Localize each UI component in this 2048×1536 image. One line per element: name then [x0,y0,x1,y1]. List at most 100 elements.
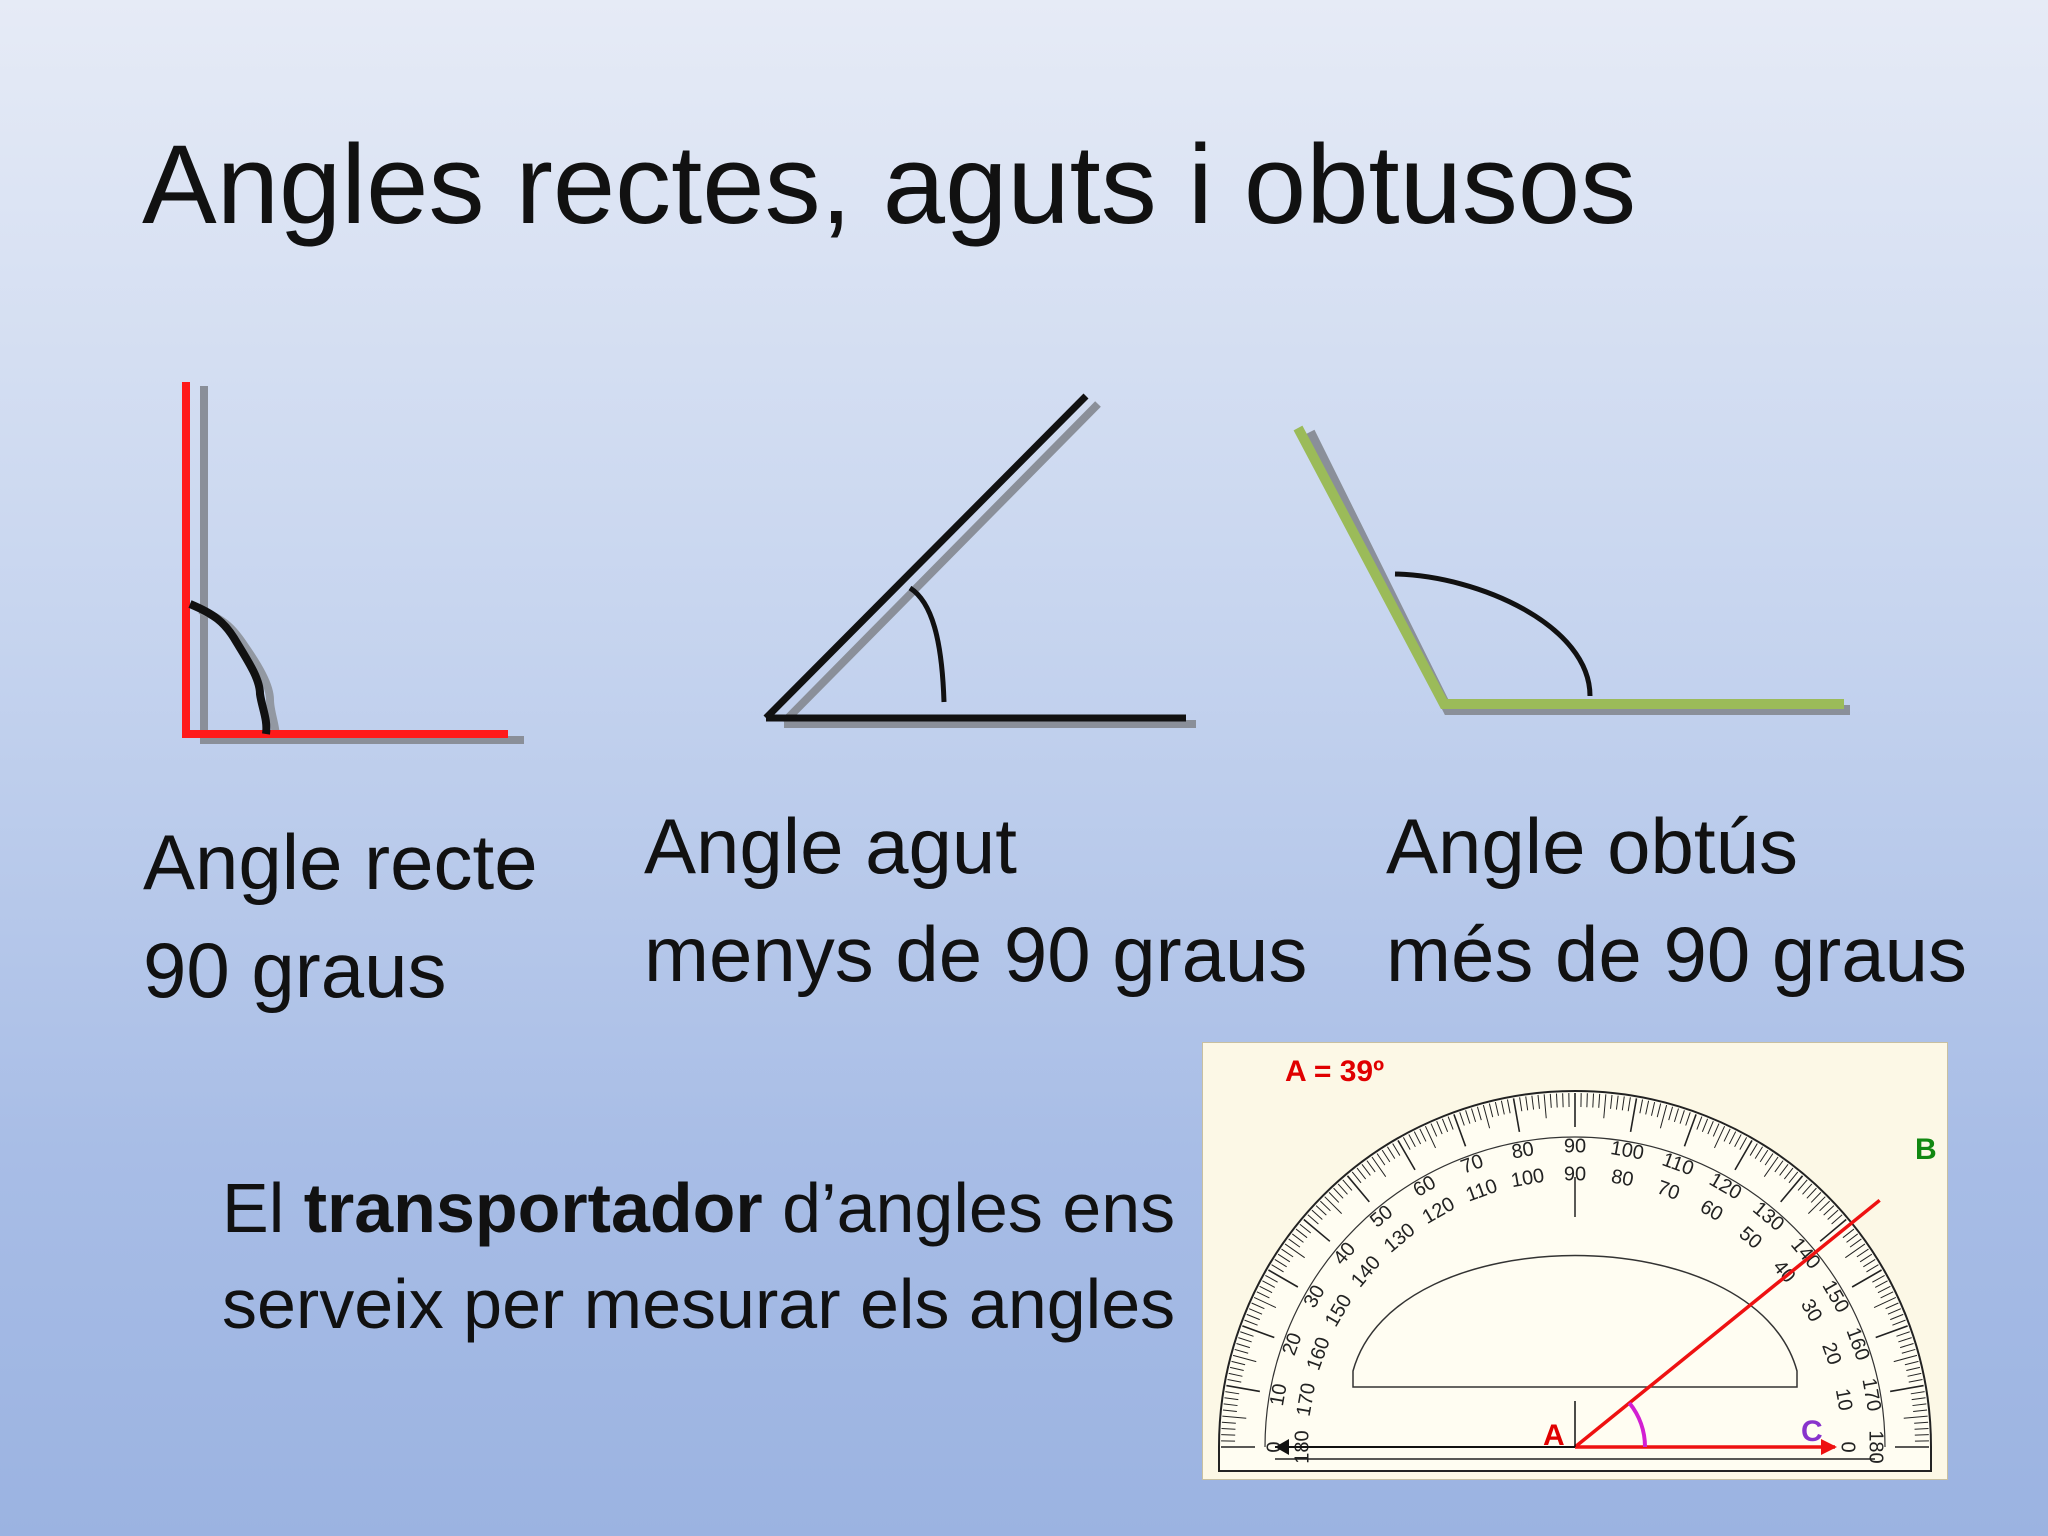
protractor-tick [1914,1427,1929,1430]
protractor-tick [1482,1104,1491,1129]
protractor-tick [1465,1110,1471,1124]
protractor-tick [1392,1143,1401,1156]
protractor-tick [1229,1366,1244,1372]
protractor-outline [1218,1090,1932,1472]
protractor-tick [1424,1125,1436,1149]
measured-angle-arc [1627,1401,1647,1448]
protractor-scale-label: 0 [1263,1441,1285,1452]
protractor-tick [1238,1337,1252,1343]
protractor-tick [1754,1146,1764,1159]
protractor-tick [1807,1196,1826,1215]
protractor-tick [1819,1218,1847,1242]
protractor-tick [1806,1187,1817,1199]
protractor-tick [1488,1103,1494,1118]
protractor-tick [1887,1308,1902,1315]
protractor-tick [1307,1214,1319,1225]
protractor-tick [1236,1343,1251,1349]
protractor-tick [1519,1097,1523,1112]
vertex-label: A [1543,1419,1565,1452]
protractor-tick [1734,1140,1753,1171]
right-angle-arc [188,600,271,735]
protractor-tick [1277,1253,1291,1263]
protractor-tick [1234,1348,1249,1354]
acute-angle-ray [763,393,1089,721]
acute-angle-description: menys de 90 graus [644,910,1308,998]
acute-angle-arc [908,585,947,703]
protractor-tick [1723,1128,1731,1142]
protractor-scale-label: 10 [1831,1387,1857,1413]
protractor-tick [1333,1187,1344,1199]
right-angle-caption: Angle recte 90 graus [143,808,538,1024]
protractor-tick [1447,1116,1454,1130]
protractor-tick [1728,1131,1737,1145]
protractor-tick [1232,1354,1257,1363]
protractor-scale-label: 180 [1865,1430,1887,1463]
protractor-tick [1328,1192,1340,1203]
protractor-tick [1774,1160,1784,1173]
protractor-tick [1849,1238,1862,1248]
protractor-tick [1827,1209,1839,1220]
protractor-tick [1673,1108,1679,1123]
protractor-tick [1471,1108,1477,1123]
protractor-scale-label: 10 [1266,1382,1292,1408]
protractor-tick [1764,1153,1774,1166]
protractor-tick [1668,1106,1674,1121]
protractor-term: transportador [303,1169,763,1247]
protractor-tick [1615,1095,1619,1110]
protractor-tick [1810,1192,1822,1203]
protractor-tick [1910,1391,1925,1395]
protractor-tick [1859,1253,1873,1263]
protractor-body [1218,1090,1932,1472]
protractor-tick [1592,1093,1595,1108]
ray-end-label: B [1915,1133,1937,1166]
protractor-tick [1842,1228,1855,1239]
protractor-tick [1696,1116,1703,1130]
protractor-tick [1537,1094,1540,1109]
protractor-tick [1376,1153,1386,1166]
protractor-tick [1494,1101,1500,1116]
protractor-tick [1271,1264,1284,1273]
acute-angle-diagram [763,393,1196,728]
protractor-tick [1371,1156,1387,1177]
protractor-tick [1877,1285,1891,1294]
protractor-tick [1295,1228,1308,1239]
protractor-scale-label: 80 [1609,1166,1635,1192]
protractor-tick [1242,1325,1275,1339]
protractor-tick [1914,1421,1929,1424]
protractor-window [1352,1254,1798,1388]
protractor-tick [1419,1128,1427,1142]
protractor-tick [1246,1313,1260,1321]
protractor-tick [1714,1125,1726,1149]
protractor-tick [1221,1427,1236,1430]
protractor-tick [1268,1269,1299,1288]
protractor-tick [1244,1319,1258,1326]
protractor-measurement [1275,1198,1881,1455]
protractor-tick [1908,1378,1923,1383]
protractor-tick [1873,1296,1897,1308]
obtuse-angle-diagram [1293,425,1850,715]
protractor-description: El transportador d’angles ens serveix pe… [222,1160,1182,1352]
protractor-scale-label: 0 [1837,1441,1859,1452]
protractor-tick [1284,1243,1305,1259]
protractor-tick [1381,1149,1391,1163]
protractor-tick [1889,1384,1924,1393]
protractor-tick [1819,1200,1830,1212]
protractor-tick [1856,1248,1869,1258]
protractor-tick [1256,1291,1270,1299]
protractor-tick [1259,1285,1273,1294]
protractor-tick [1875,1325,1908,1339]
protractor-tick [1659,1104,1668,1129]
protractor-tick [1476,1106,1482,1121]
protractor-tick [1880,1291,1894,1299]
acute-angle-caption: Angle agut menys de 90 graus [644,792,1307,1008]
protractor-tick [1780,1175,1804,1203]
protractor-tick [1892,1319,1906,1326]
protractor-scale-label: 90 [1564,1163,1586,1185]
protractor-tick [1549,1093,1552,1108]
protractor-tick [1324,1196,1343,1215]
protractor-tick [1227,1378,1242,1383]
protractor-tick [1911,1397,1926,1401]
protractor-tick [1906,1366,1921,1372]
